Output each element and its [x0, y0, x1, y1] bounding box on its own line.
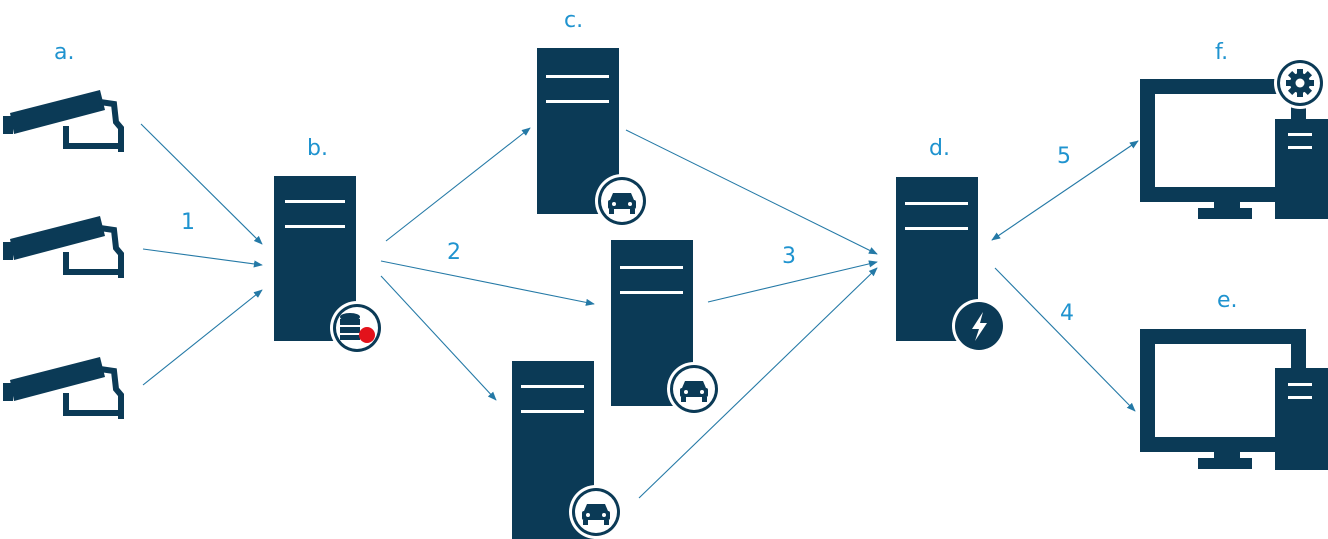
node-label-b: b.	[307, 136, 328, 161]
lpr-server-bottom	[512, 361, 623, 539]
arrows	[140, 123, 1139, 499]
node-label-e: e.	[1217, 288, 1238, 313]
gear-icon	[1274, 57, 1326, 109]
car-icon	[595, 174, 649, 228]
arrow-c1-to-d	[625, 129, 878, 255]
arrow-cam2-to-b	[142, 248, 263, 268]
node-label-a: a.	[54, 40, 75, 65]
step-label-3: 3	[782, 244, 796, 269]
car-icon	[667, 362, 721, 416]
lpr-server-middle	[611, 240, 721, 416]
management-workstation	[1140, 57, 1328, 219]
node-label-d: d.	[929, 136, 950, 161]
camera-icon	[3, 357, 121, 419]
node-label-c: c.	[564, 8, 584, 33]
step-label-5: 5	[1057, 144, 1071, 169]
arrow-d-f-bidirectional	[991, 140, 1139, 241]
arrow-cam1-to-b	[140, 123, 263, 245]
arrow-cam3-to-b	[142, 289, 263, 386]
arrow-b-to-c2	[380, 260, 595, 306]
cameras	[3, 90, 121, 419]
camera-icon	[3, 216, 121, 278]
recording-server	[274, 176, 384, 355]
arrow-c3-to-d	[638, 267, 878, 499]
arrow-b-to-c3	[380, 275, 497, 401]
arrow-c2-to-d	[707, 260, 878, 303]
database-icon	[330, 301, 384, 355]
step-label-2: 2	[447, 240, 461, 265]
arrow-d-to-e	[994, 267, 1136, 412]
event-server	[896, 177, 1006, 353]
node-label-f: f.	[1215, 40, 1229, 65]
client-workstation	[1140, 329, 1328, 470]
camera-icon	[3, 90, 121, 152]
lpr-server-top	[537, 48, 649, 228]
step-label-4: 4	[1060, 301, 1074, 326]
arrow-b-to-c1	[385, 127, 531, 242]
step-label-1: 1	[181, 210, 195, 235]
lightning-icon	[952, 299, 1006, 353]
car-icon	[569, 485, 623, 539]
